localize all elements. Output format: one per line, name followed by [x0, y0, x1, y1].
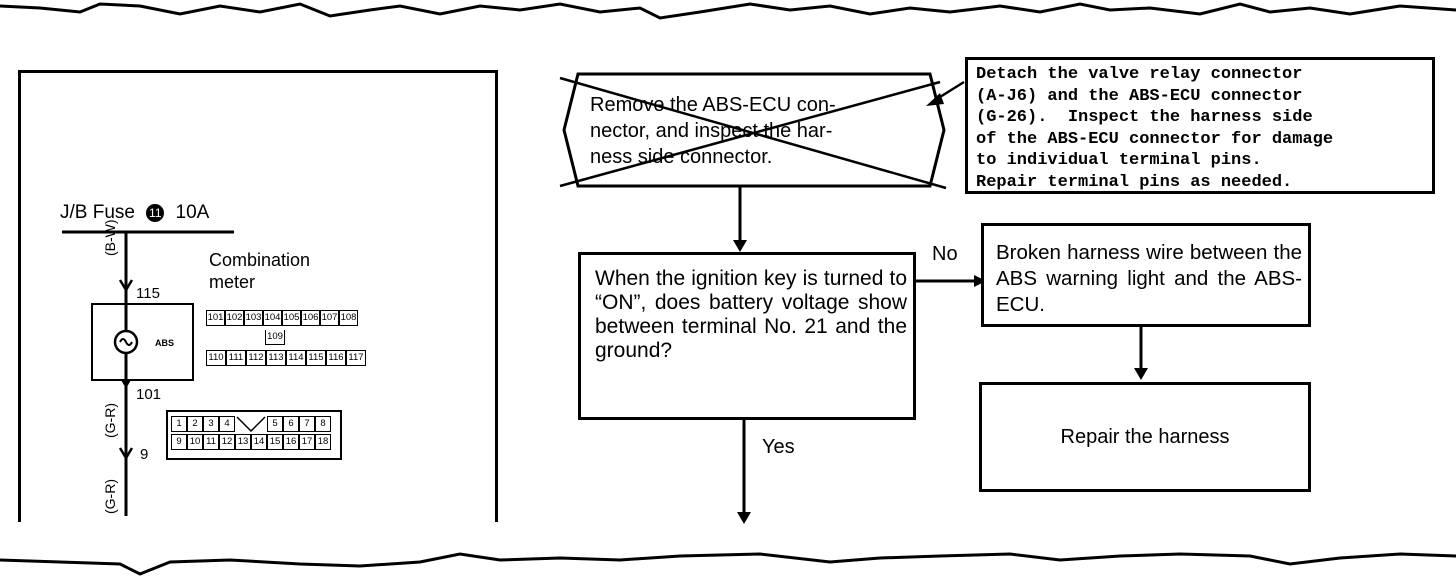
repair-box: Repair the harness [979, 382, 1311, 492]
wiring-lines [62, 230, 234, 516]
pin-101: 101 [136, 386, 162, 403]
meter-pin: 107 [320, 310, 339, 326]
ecu-connector-bottom-row: 9 10 11 12 13 14 15 16 17 18 [171, 434, 331, 450]
ecu-pin: 12 [219, 434, 235, 450]
ecu-pin: 14 [251, 434, 267, 450]
ecu-pin: 2 [187, 416, 203, 432]
fuse-number-badge: 11 [146, 204, 165, 222]
pin-115: 115 [136, 285, 160, 302]
ecu-pin: 9 [171, 434, 187, 450]
pin-9: 9 [140, 446, 149, 463]
meter-pin: 101 [206, 310, 225, 326]
meter-label-line-2: meter [209, 272, 256, 292]
torn-edge-top [0, 2, 1456, 20]
meter-pin: 114 [286, 350, 306, 366]
abs-lamp-label: ABS [155, 338, 175, 348]
fuse-label: J/B Fuse 11 10A [60, 202, 209, 224]
torn-edge-bottom [0, 552, 1456, 576]
ecu-pin: 17 [299, 434, 315, 450]
meter-connector-mid-row: 109 [265, 330, 285, 345]
meter-pin: 103 [244, 310, 263, 326]
meter-connector-bottom-row: 110 111 112 113 114 115 116 117 [206, 350, 366, 366]
meter-pin: 116 [326, 350, 346, 366]
meter-pin: 105 [282, 310, 301, 326]
meter-pin: 115 [306, 350, 326, 366]
meter-pin: 113 [266, 350, 286, 366]
ecu-connector [166, 410, 342, 460]
fuse-rating: 10A [175, 202, 210, 223]
broken-wire-box: Broken harness wire between the ABS warn… [981, 223, 1311, 327]
ecu-pin: 1 [171, 416, 187, 432]
meter-pin: 117 [346, 350, 366, 366]
meter-pin: 109 [265, 330, 285, 345]
ecu-pin: 11 [203, 434, 219, 450]
note-box: Detach the valve relay connector (A-J6) … [965, 57, 1435, 194]
broken-wire-text: Broken harness wire between the ABS warn… [996, 241, 1302, 316]
struck-step-text: Remove the ABS-ECU con- nector, and insp… [590, 94, 836, 168]
repair-text: Repair the harness [1060, 426, 1230, 448]
note-text: Detach the valve relay connector (A-J6) … [976, 65, 1334, 192]
ecu-pin: 8 [315, 416, 331, 432]
meter-pin: 108 [339, 310, 358, 326]
ecu-pin: 16 [283, 434, 299, 450]
combination-meter-label: Combination meter [209, 249, 310, 293]
ecu-pin: 6 [283, 416, 299, 432]
ecu-pin: 18 [315, 434, 331, 450]
ecu-key-notch [235, 416, 267, 432]
meter-pin: 104 [263, 310, 282, 326]
meter-pin: 112 [246, 350, 266, 366]
yes-label: Yes [762, 436, 795, 458]
ecu-pin: 3 [203, 416, 219, 432]
ecu-pin: 7 [299, 416, 315, 432]
meter-pin: 111 [226, 350, 246, 366]
wiring-diagram-panel [18, 70, 498, 522]
ecu-connector-top-row: 1 2 3 4 5 6 7 8 [171, 416, 331, 432]
question-text: When the ignition key is turned to “ON”,… [595, 267, 907, 362]
meter-pin: 110 [206, 350, 226, 366]
fuse-label-text: J/B Fuse [60, 202, 135, 223]
no-label: No [932, 243, 958, 265]
ecu-pin: 15 [267, 434, 283, 450]
meter-label-line-1: Combination [209, 250, 311, 270]
ecu-pin: 4 [219, 416, 235, 432]
ecu-pin: 10 [187, 434, 203, 450]
ecu-pin: 5 [267, 416, 283, 432]
meter-pin: 106 [301, 310, 320, 326]
ecu-pin: 13 [235, 434, 251, 450]
meter-pin: 102 [225, 310, 244, 326]
meter-connector-top-row: 101 102 103 104 105 106 107 108 [206, 310, 358, 326]
question-box: When the ignition key is turned to “ON”,… [578, 252, 916, 420]
